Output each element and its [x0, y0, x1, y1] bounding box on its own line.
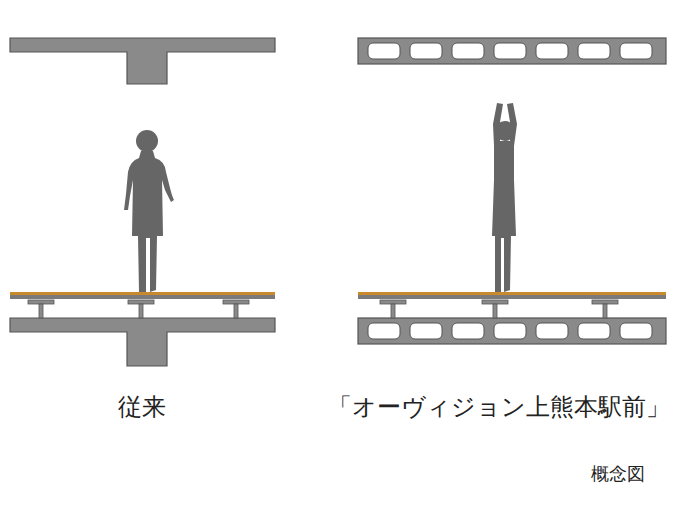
section-label: 従来: [118, 391, 166, 423]
person-arms-raised: [492, 103, 517, 292]
raised-floor: [10, 292, 666, 299]
section-label: 「オーヴィジョン上熊本駅前」: [328, 391, 670, 423]
t-beam-slab: [10, 38, 275, 84]
figure-note: 概念図: [591, 462, 645, 486]
t-beam-slab: [10, 318, 275, 366]
voided-slab: [358, 318, 666, 344]
voided-slab: [358, 38, 666, 64]
floor-support: [28, 300, 618, 318]
person-standing: [124, 130, 174, 292]
